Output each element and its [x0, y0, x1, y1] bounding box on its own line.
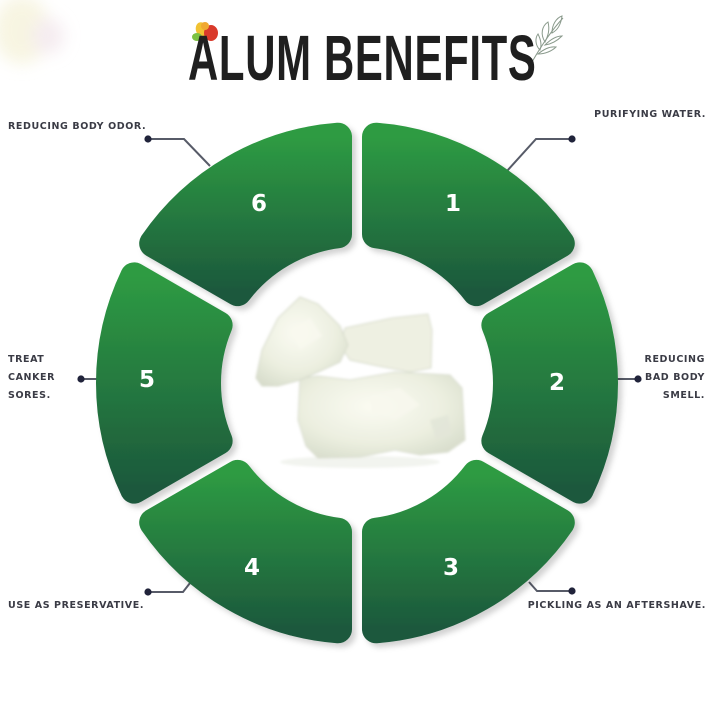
benefit-label-6: REDUCING BODY ODOR.	[8, 118, 146, 136]
benefit-label-6-line: REDUCING BODY ODOR.	[8, 121, 147, 132]
connector-3	[528, 581, 572, 592]
benefit-label-3: PICKLING AS AN AFTERSHAVE.	[528, 597, 706, 615]
connector-4	[148, 582, 191, 593]
benefit-label-2-line: BAD BODY	[645, 372, 705, 383]
benefit-label-5: TREAT CANKER SORES.	[8, 351, 55, 405]
connector-dot-6	[144, 135, 152, 143]
segment-number-3: 3	[442, 555, 459, 581]
benefit-label-4: USE AS PRESERVATIVE.	[8, 597, 144, 615]
connector-dot-3	[568, 587, 576, 595]
connector-1	[506, 138, 572, 172]
segment-number-1: 1	[444, 191, 461, 217]
benefit-label-1: PURIFYING WATER.	[594, 106, 706, 124]
corner-decoration	[0, 0, 64, 64]
benefit-label-2-line: SMELL.	[662, 390, 705, 401]
segment-2	[481, 262, 618, 504]
segment-number-4: 4	[243, 555, 260, 581]
connector-dot-2	[634, 375, 642, 383]
alum-crystals-image	[255, 296, 466, 468]
flower-icon	[192, 22, 218, 41]
benefit-label-3-line: PICKLING AS AN AFTERSHAVE.	[527, 600, 706, 611]
leaf-sprig-icon	[531, 15, 564, 63]
segment-5	[96, 262, 233, 504]
benefit-label-1-line: PURIFYING WATER.	[594, 109, 706, 120]
connector-6	[148, 138, 211, 167]
connector-dot-5	[77, 375, 85, 383]
segment-4	[139, 459, 353, 644]
segment-number-2: 2	[548, 370, 565, 396]
connector-dot-4	[144, 588, 152, 596]
segment-3	[361, 459, 575, 644]
connector-dots	[77, 135, 642, 596]
segment-6	[139, 122, 353, 307]
segment-number-6: 6	[250, 191, 267, 217]
benefit-label-5-line: CANKER	[8, 372, 56, 383]
benefit-label-2-line: REDUCING	[644, 354, 705, 365]
connector-dot-1	[568, 135, 576, 143]
segment-number-5: 5	[138, 367, 155, 393]
benefit-label-5-line: SORES.	[8, 390, 51, 401]
benefit-label-4-line: USE AS PRESERVATIVE.	[8, 600, 145, 611]
benefit-label-5-line: TREAT	[8, 354, 45, 365]
page-title: ALUM BENEFITS	[188, 22, 537, 94]
segment-1	[361, 122, 575, 307]
benefit-label-2: REDUCING BAD BODY SMELL.	[645, 351, 705, 405]
